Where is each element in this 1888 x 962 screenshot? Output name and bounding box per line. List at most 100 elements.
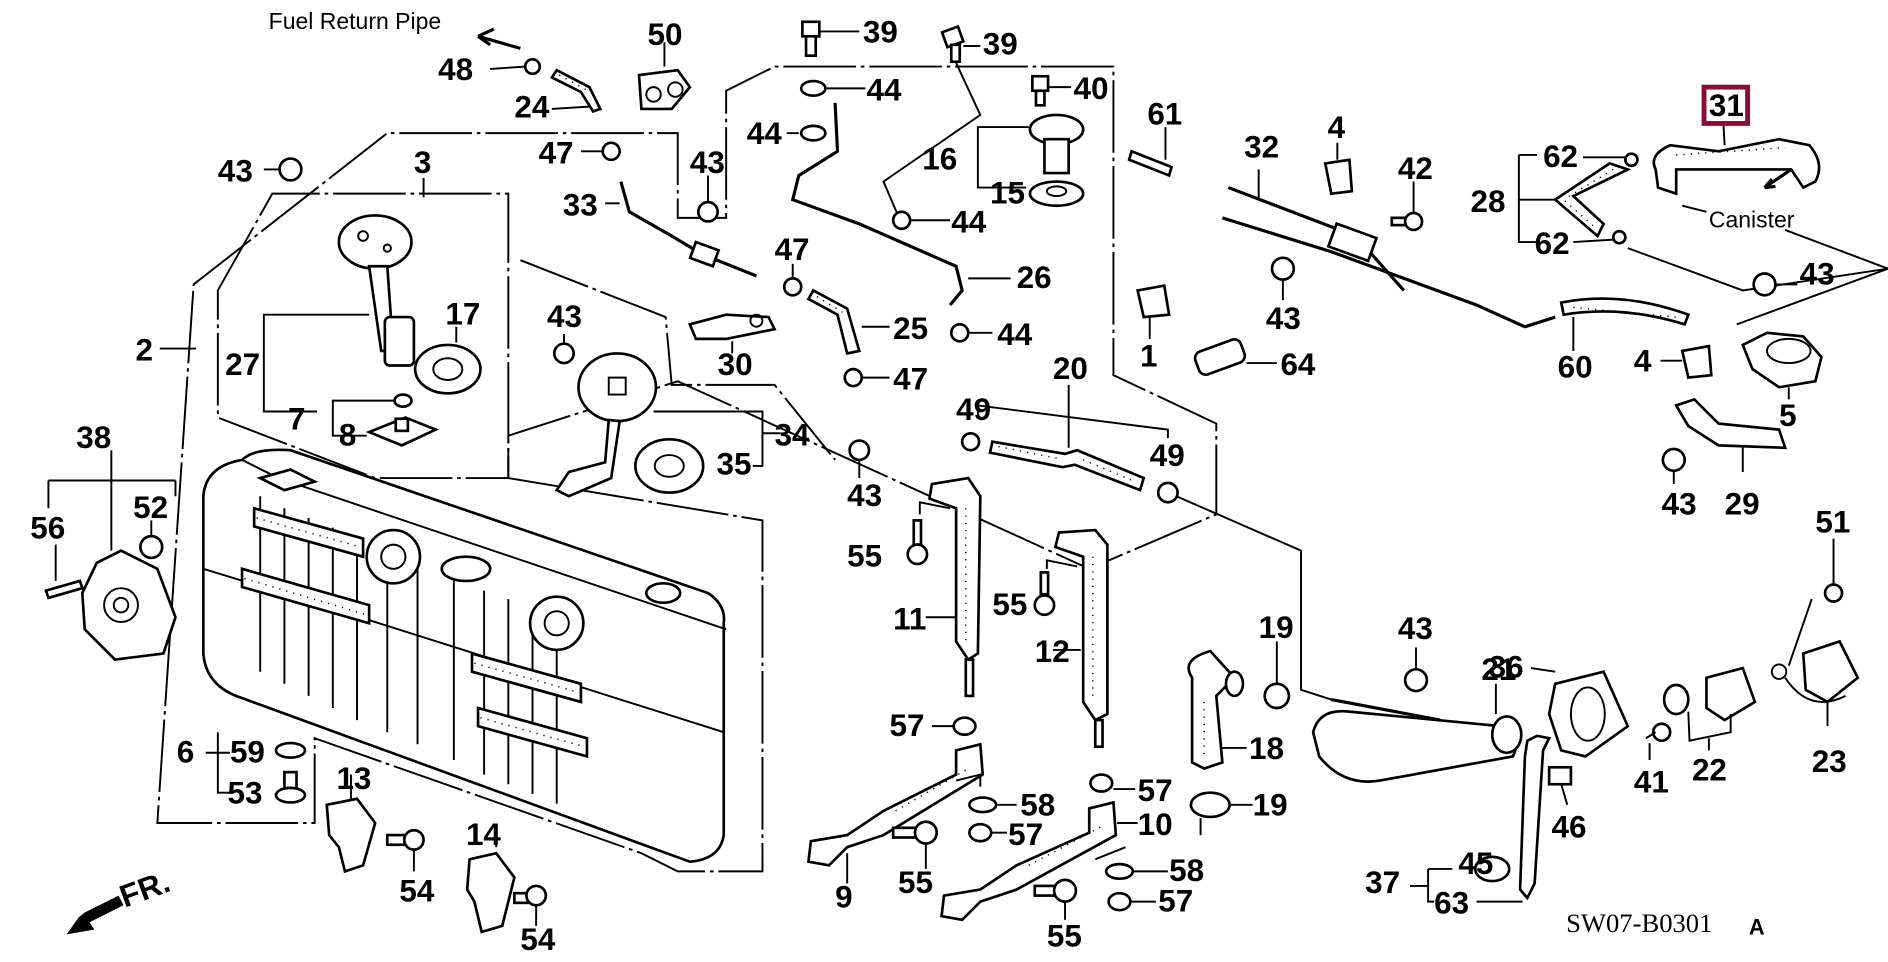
part-17-gasket[interactable] [413, 326, 482, 395]
part-label-55b[interactable]: 55 [992, 587, 1027, 622]
part-45-grommet[interactable] [1473, 855, 1511, 883]
part-label-4a[interactable]: 4 [1328, 110, 1346, 145]
part-19-clamp-b[interactable] [1189, 791, 1253, 836]
part-label-21[interactable]: 21 [1481, 652, 1516, 687]
part-39-bolt-b[interactable] [882, 24, 982, 225]
part-label-59[interactable]: 59 [230, 734, 265, 769]
part-label-52[interactable]: 52 [133, 490, 168, 525]
part-44-washer-d[interactable] [949, 323, 993, 343]
part-13-bracket[interactable] [325, 774, 377, 874]
part-label-3[interactable]: 3 [414, 145, 432, 180]
part-label-47c[interactable]: 47 [893, 362, 928, 397]
part-43-nut-g[interactable] [1752, 272, 1798, 297]
part-44-washer-c[interactable] [891, 210, 951, 231]
fuel-tank[interactable] [201, 448, 727, 864]
part-label-40[interactable]: 40 [1073, 71, 1108, 106]
part-57-nut-d[interactable] [1107, 891, 1156, 912]
part-label-42[interactable]: 42 [1398, 151, 1433, 186]
part-43-nut-h[interactable] [1661, 447, 1687, 485]
part-label-43c[interactable]: 43 [547, 299, 582, 334]
part-8-plate[interactable] [365, 416, 440, 447]
part-label-49a[interactable]: 49 [956, 392, 991, 427]
part-28-hose-set[interactable] [1517, 153, 1632, 244]
part-19-clamp-a[interactable] [1263, 641, 1291, 710]
part-46-clip[interactable] [1547, 765, 1573, 806]
part-label-44d[interactable]: 44 [997, 317, 1032, 352]
part-47-clip-a[interactable] [580, 141, 621, 162]
part-52-nut[interactable] [139, 520, 164, 560]
part-23-fuel-cap[interactable] [1770, 639, 1860, 727]
part-label-43g[interactable]: 43 [1800, 256, 1835, 291]
part-21-filler-pipe[interactable] [1311, 683, 1523, 783]
part-43-nut-a[interactable] [263, 157, 303, 182]
part-label-24[interactable]: 24 [514, 89, 549, 124]
part-label-11[interactable]: 11 [893, 601, 926, 636]
part-label-8[interactable]: 8 [339, 417, 357, 452]
part-label-31[interactable]: 31 [1709, 88, 1744, 123]
part-label-5[interactable]: 5 [1779, 398, 1797, 433]
part-1-clip[interactable] [1136, 284, 1171, 339]
part-57-nut-a[interactable] [931, 716, 977, 736]
part-47-clip-b[interactable] [782, 263, 803, 297]
part-label-57d[interactable]: 57 [1158, 883, 1193, 918]
part-label-47a[interactable]: 47 [539, 135, 574, 170]
part-label-43e[interactable]: 43 [1266, 301, 1301, 336]
part-53-bolt[interactable] [274, 770, 307, 804]
part-label-39b[interactable]: 39 [983, 26, 1018, 61]
part-label-14[interactable]: 14 [466, 817, 501, 852]
part-48-clip[interactable] [490, 57, 542, 76]
part-38-cover[interactable] [47, 450, 177, 661]
part-label-30[interactable]: 30 [718, 347, 753, 382]
part-label-61[interactable]: 61 [1147, 97, 1182, 132]
part-label-36[interactable]: 36 [1489, 650, 1524, 685]
part-label-64[interactable]: 64 [1280, 347, 1315, 382]
part-12-strap[interactable] [1052, 528, 1109, 749]
part-55-bolt-c[interactable] [891, 820, 939, 869]
part-label-48[interactable]: 48 [438, 52, 473, 87]
part-label-4b[interactable]: 4 [1634, 344, 1652, 379]
part-43-nut-b[interactable] [696, 175, 720, 223]
part-label-62b[interactable]: 62 [1535, 226, 1570, 261]
part-label-50[interactable]: 50 [647, 17, 682, 52]
part-label-47b[interactable]: 47 [775, 232, 810, 267]
part-label-29[interactable]: 29 [1725, 486, 1760, 521]
part-label-12[interactable]: 12 [1035, 634, 1070, 669]
part-34-sender[interactable] [554, 352, 781, 498]
part-27-fuel-pump[interactable] [262, 214, 416, 413]
part-57-nut-c[interactable] [1089, 773, 1136, 793]
part-26-pipe[interactable] [790, 102, 1011, 306]
part-label-41[interactable]: 41 [1634, 765, 1669, 800]
part-label-51[interactable]: 51 [1815, 505, 1850, 540]
part-61-tube[interactable] [1127, 127, 1174, 178]
part-label-7[interactable]: 7 [288, 402, 306, 437]
part-57-nut-b[interactable] [968, 822, 1007, 843]
part-43-nut-e[interactable] [1270, 256, 1296, 301]
part-label-9[interactable]: 9 [835, 880, 853, 915]
part-43-nut-c[interactable] [552, 334, 575, 365]
part-25-hose[interactable] [806, 288, 890, 355]
part-35-gasket[interactable] [634, 437, 705, 494]
part-label-33[interactable]: 33 [563, 187, 598, 222]
part-32-pipes[interactable] [1221, 169, 1556, 329]
part-label-54a[interactable]: 54 [399, 874, 434, 909]
part-49-clip-a[interactable] [960, 431, 981, 452]
part-10-strap[interactable] [940, 800, 1138, 922]
part-label-43b[interactable]: 43 [690, 145, 725, 180]
part-label-39a[interactable]: 39 [863, 14, 898, 49]
part-50-bracket[interactable] [637, 42, 692, 111]
part-label-45[interactable]: 45 [1458, 846, 1493, 881]
part-43-nut-d[interactable] [848, 439, 871, 479]
part-label-35[interactable]: 35 [716, 446, 751, 481]
part-label-10[interactable]: 10 [1138, 807, 1173, 842]
part-label-54b[interactable]: 54 [520, 922, 555, 957]
part-55-bolt-a[interactable] [906, 501, 951, 566]
part-label-57b[interactable]: 57 [1008, 817, 1043, 852]
part-55-bolt-b[interactable] [1033, 559, 1078, 617]
part-label-37[interactable]: 37 [1365, 865, 1400, 900]
part-label-27[interactable]: 27 [225, 347, 260, 382]
part-44-washer-a[interactable] [799, 79, 866, 97]
part-62-clip-b[interactable] [1573, 229, 1627, 245]
part-40-bolt[interactable] [1031, 74, 1072, 107]
part-51-clip[interactable] [1787, 538, 1844, 666]
part-label-13[interactable]: 13 [336, 761, 371, 796]
